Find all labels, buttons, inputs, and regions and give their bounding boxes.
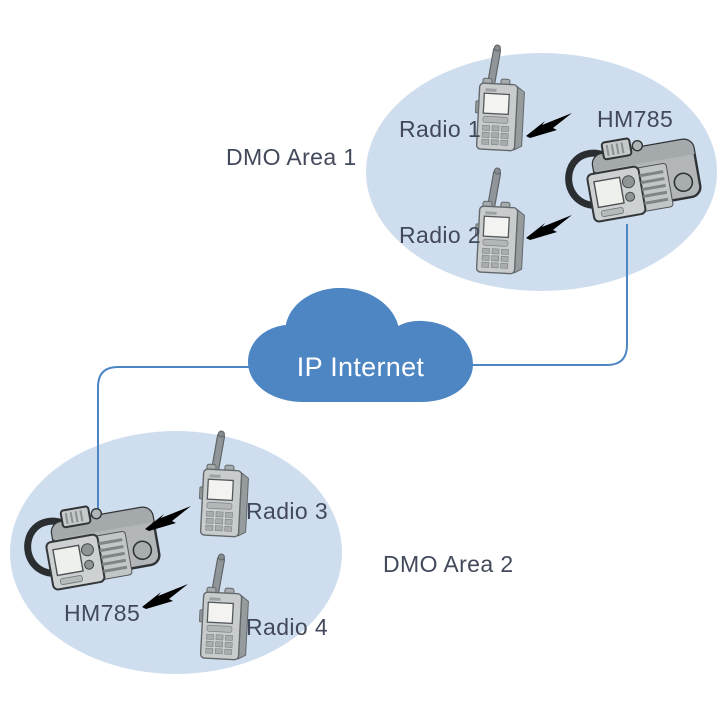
- radio-2-label: Radio 2: [399, 222, 482, 248]
- lightning-bolt-icon: [142, 583, 188, 611]
- radio-1-label: Radio 1: [399, 116, 482, 142]
- lightning-bolt-icon: [526, 112, 572, 140]
- dmo-area-2-label: DMO Area 2: [383, 551, 514, 577]
- mobile-radio-hm785-icon: [20, 502, 162, 602]
- hm785-area1-label: HM785: [597, 106, 674, 132]
- handheld-radio-icon: [194, 553, 252, 663]
- connector-cloud-to-area2: [97, 366, 256, 535]
- cloud-icon: [248, 288, 473, 402]
- dmo-area-1-label: DMO Area 1: [226, 144, 357, 170]
- lightning-bolt-icon: [526, 214, 572, 242]
- ip-internet-label: IP Internet: [296, 352, 425, 382]
- mobile-radio-hm785-icon: [561, 134, 703, 234]
- handheld-radio-icon: [194, 430, 252, 540]
- hm785-area2-label: HM785: [64, 600, 141, 626]
- lightning-bolt-icon: [145, 505, 191, 533]
- connector-area1-to-cloud: [465, 224, 628, 366]
- radio-3-label: Radio 3: [246, 498, 329, 524]
- radio-4-label: Radio 4: [246, 614, 329, 640]
